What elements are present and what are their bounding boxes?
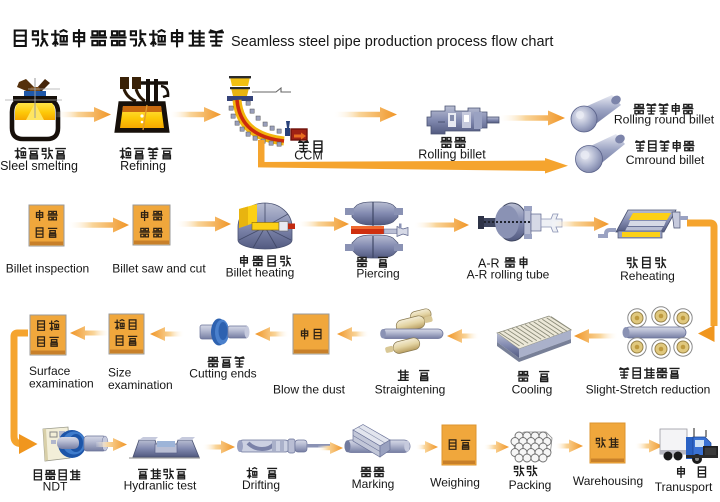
svg-text:Straightening: Straightening	[375, 383, 446, 397]
svg-text:Size: Size	[108, 366, 132, 380]
svg-text:Refining: Refining	[120, 159, 166, 173]
svg-text:Marking: Marking	[352, 477, 395, 491]
svg-text:Rolling billet: Rolling billet	[418, 148, 486, 162]
svg-text:A-R: A-R	[478, 257, 500, 271]
svg-text:Cmround billet: Cmround billet	[626, 153, 705, 167]
svg-text:Surface: Surface	[29, 364, 71, 378]
svg-text:Reheating: Reheating	[620, 269, 675, 283]
svg-text:Hydranlic test: Hydranlic test	[124, 479, 197, 493]
svg-text:Drifting: Drifting	[242, 478, 280, 492]
svg-text:A-R rolling tube: A-R rolling tube	[467, 268, 550, 282]
svg-text:Sleel smelting: Sleel smelting	[0, 159, 78, 173]
svg-text:examination: examination	[29, 377, 94, 391]
svg-text:CCM: CCM	[294, 149, 322, 163]
svg-text:Cutting ends: Cutting ends	[189, 367, 256, 381]
svg-text:Billet saw and cut: Billet saw and cut	[112, 262, 206, 276]
svg-text:examination: examination	[108, 378, 173, 392]
svg-text:Tranusport: Tranusport	[655, 480, 713, 494]
svg-text:Cooling: Cooling	[512, 383, 553, 397]
svg-text:Billet inspection: Billet inspection	[6, 262, 89, 276]
svg-text:Blow the dust: Blow the dust	[273, 383, 346, 397]
svg-text:Seamless steel pipe production: Seamless steel pipe production process f…	[231, 34, 553, 50]
svg-text:Warehousing: Warehousing	[573, 474, 643, 488]
svg-text:Weighing: Weighing	[430, 476, 480, 490]
svg-text:NDT: NDT	[43, 480, 68, 494]
svg-text:Piercing: Piercing	[356, 267, 399, 281]
svg-text:Rolling round billet: Rolling round billet	[614, 113, 715, 127]
svg-text:Slight-Stretch reduction: Slight-Stretch reduction	[586, 383, 711, 397]
svg-text:Packing: Packing	[509, 478, 552, 492]
svg-text:Billet heating: Billet heating	[226, 266, 295, 280]
